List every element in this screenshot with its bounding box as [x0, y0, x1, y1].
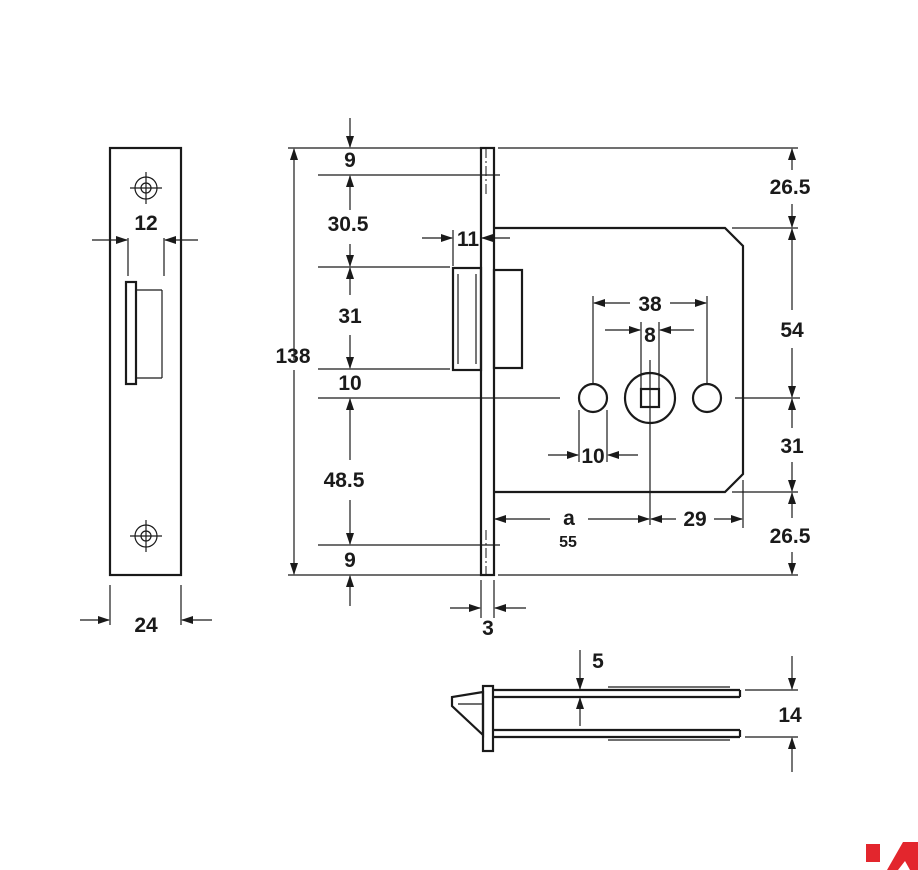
- dim-backset-value: 55: [559, 534, 577, 551]
- front-view-faceplate: [80, 146, 212, 625]
- side-view-lock-body: [288, 118, 800, 618]
- dim-backset-label: a: [563, 507, 575, 530]
- dim-right-54: 54: [780, 319, 804, 342]
- dim-side-14: 14: [778, 704, 802, 727]
- dim-10-left: 10: [338, 372, 361, 395]
- dim-8: 8: [644, 324, 656, 347]
- dim-38: 38: [638, 293, 662, 316]
- dim-right-26-5-bottom: 26.5: [770, 525, 811, 548]
- dim-29: 29: [683, 508, 706, 531]
- dim-10-mid: 10: [581, 445, 604, 468]
- dim-right-31: 31: [780, 435, 804, 458]
- dim-11: 11: [457, 228, 480, 251]
- brand-logo: [866, 842, 918, 870]
- top-view-lock: [450, 650, 798, 772]
- dim-bottom-9: 9: [344, 549, 356, 572]
- dim-side-5: 5: [592, 650, 604, 673]
- dim-30-5: 30.5: [328, 213, 369, 236]
- dim-plate-3: 3: [482, 617, 494, 640]
- dim-top-9: 9: [344, 149, 356, 172]
- dim-total-138: 138: [275, 345, 310, 368]
- dim-front-width: 24: [134, 614, 158, 637]
- dim-31-left: 31: [338, 305, 362, 328]
- dim-48-5: 48.5: [324, 469, 365, 492]
- dim-front-screw-spacing: 12: [134, 212, 157, 235]
- dim-right-26-5-top: 26.5: [770, 176, 811, 199]
